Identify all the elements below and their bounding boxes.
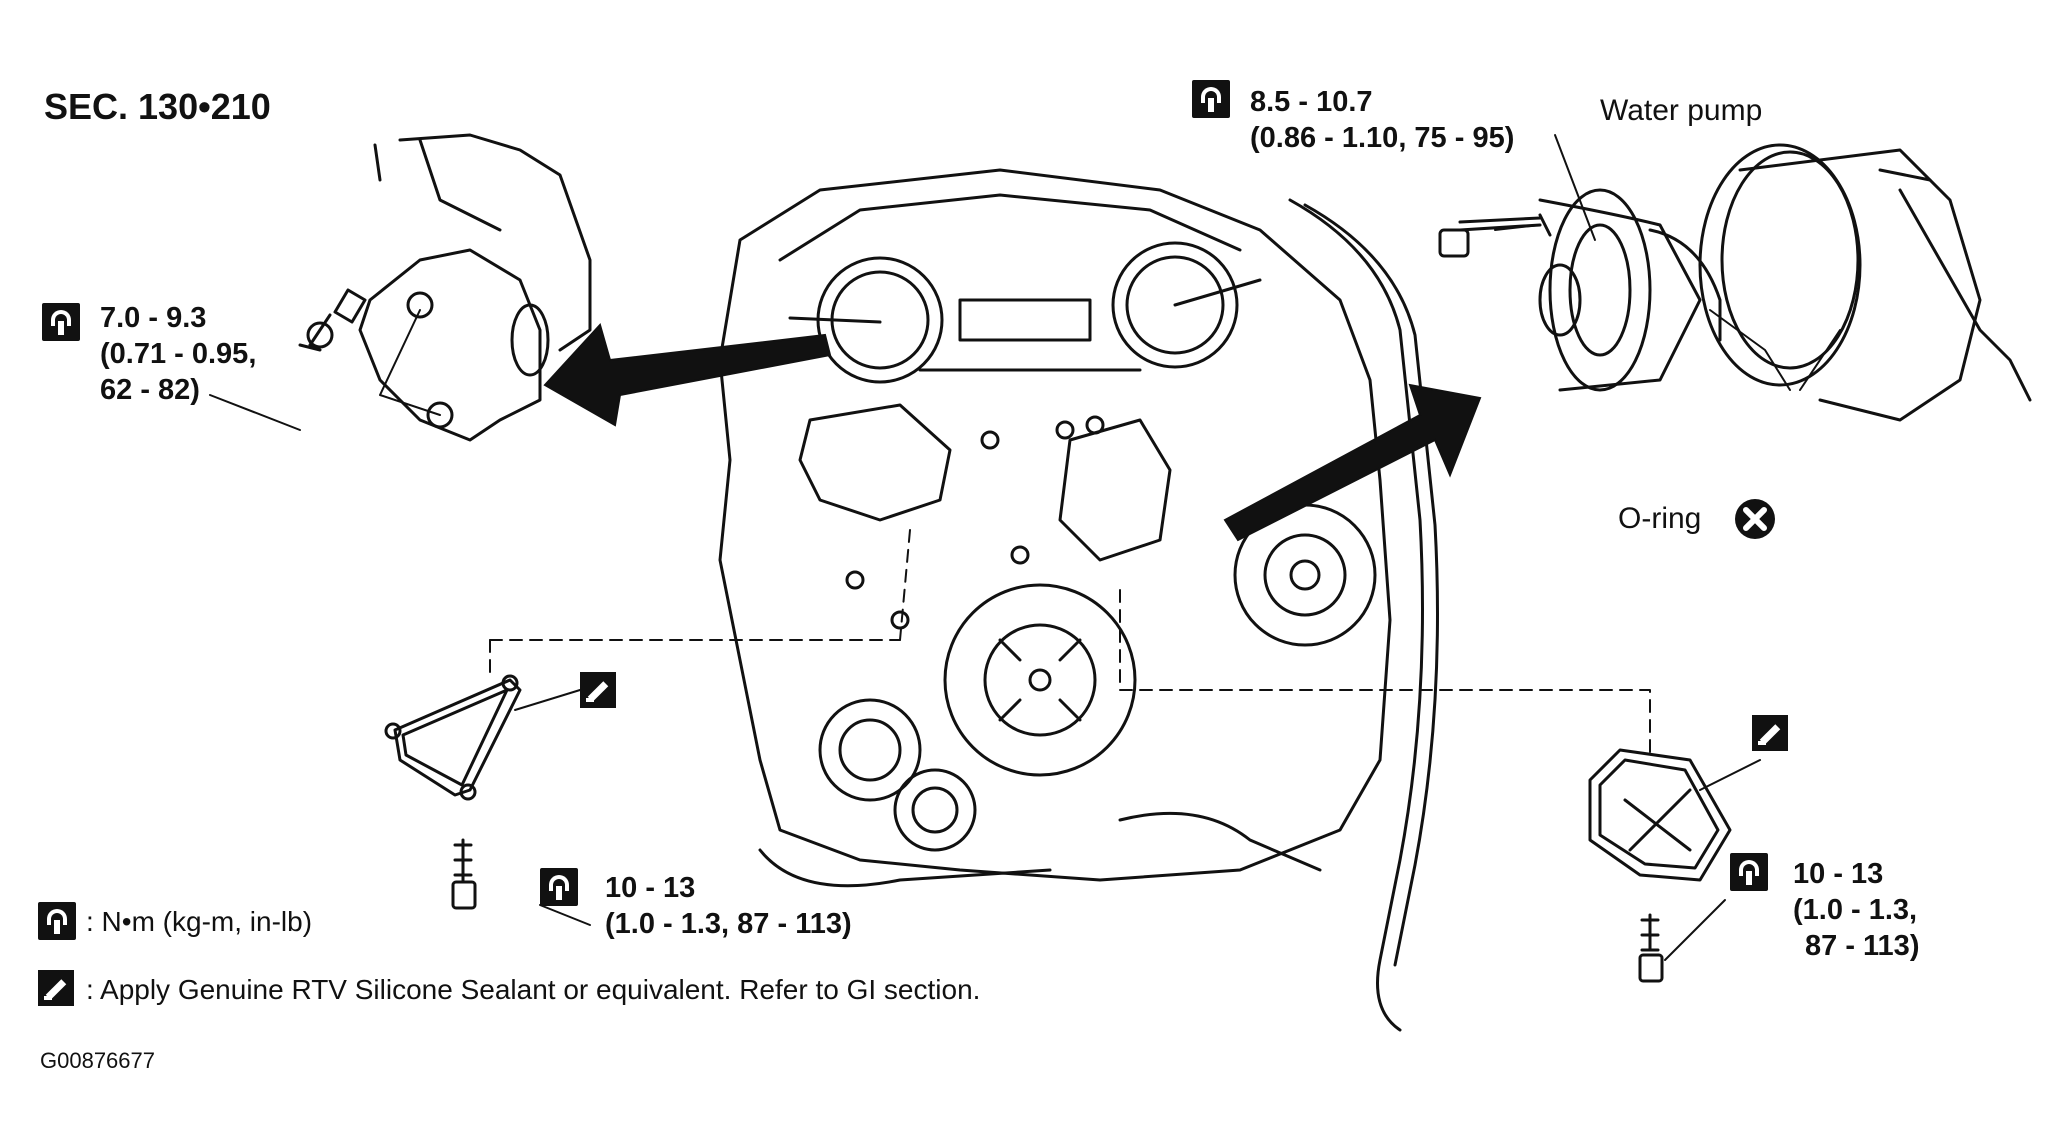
section-number: SEC. 130•210: [44, 86, 271, 127]
torque-detail: 62 - 82): [100, 374, 200, 406]
dashed-lines: [489, 529, 1651, 761]
torque-value: 10 - 13: [1793, 858, 1884, 890]
gasket-right: [1588, 748, 1732, 882]
torque-detail: 87 - 113): [1805, 930, 1920, 962]
figure-code: G00876677: [40, 1048, 155, 1073]
torque-detail: (1.0 - 1.3, 87 - 113): [605, 908, 852, 940]
arrows: [543, 323, 1482, 542]
gasket-left: [384, 674, 522, 801]
torque-value: 10 - 13: [605, 872, 696, 904]
torque-wrench-icon: [1730, 853, 1768, 891]
bolt-bottom-left: [451, 838, 477, 910]
water-pump-label: Water pump: [1600, 94, 1763, 127]
torque-wrench-icon: [540, 868, 578, 906]
torque-detail: (0.86 - 1.10, 75 - 95): [1250, 122, 1515, 154]
sealant-tube-icon: [1752, 715, 1788, 751]
water-pump-drawing: [1538, 143, 2032, 422]
sealant-tube-icon: [580, 672, 616, 708]
bolt-bottom-right: [1638, 913, 1664, 983]
o-ring-label: O-ring: [1618, 502, 1702, 535]
torque-bottom-left: 10 - 13 (1.0 - 1.3, 87 - 113): [605, 870, 852, 942]
x-circle-icon: [1735, 499, 1775, 539]
legend-torque-units: : N•m (kg-m, in-lb): [86, 906, 313, 937]
water-outlet-housing: [358, 133, 592, 442]
bolt-top-center: [1438, 213, 1552, 258]
torque-value: 8.5 - 10.7: [1250, 86, 1373, 118]
torque-wrench-icon: [38, 902, 76, 940]
legend-sealant: : Apply Genuine RTV Silicone Sealant or …: [86, 974, 981, 1005]
leader-lines: [209, 134, 1841, 961]
bolt-left-top: [298, 288, 367, 352]
torque-detail: (1.0 - 1.3,: [1793, 894, 1918, 926]
torque-top-center: 8.5 - 10.7 (0.86 - 1.10, 75 - 95): [1250, 84, 1514, 156]
engine-block: [718, 168, 1439, 1032]
torque-value: 7.0 - 9.3: [100, 302, 207, 334]
torque-bottom-right: 10 - 13 (1.0 - 1.3, 87 - 113): [1793, 856, 1919, 964]
torque-detail: (0.71 - 0.95,: [100, 338, 257, 370]
torque-left-top: 7.0 - 9.3 (0.71 - 0.95, 62 - 82): [100, 300, 256, 408]
torque-wrench-icon: [1192, 80, 1230, 118]
torque-wrench-icon: [42, 303, 80, 341]
sealant-tube-icon: [38, 970, 74, 1006]
